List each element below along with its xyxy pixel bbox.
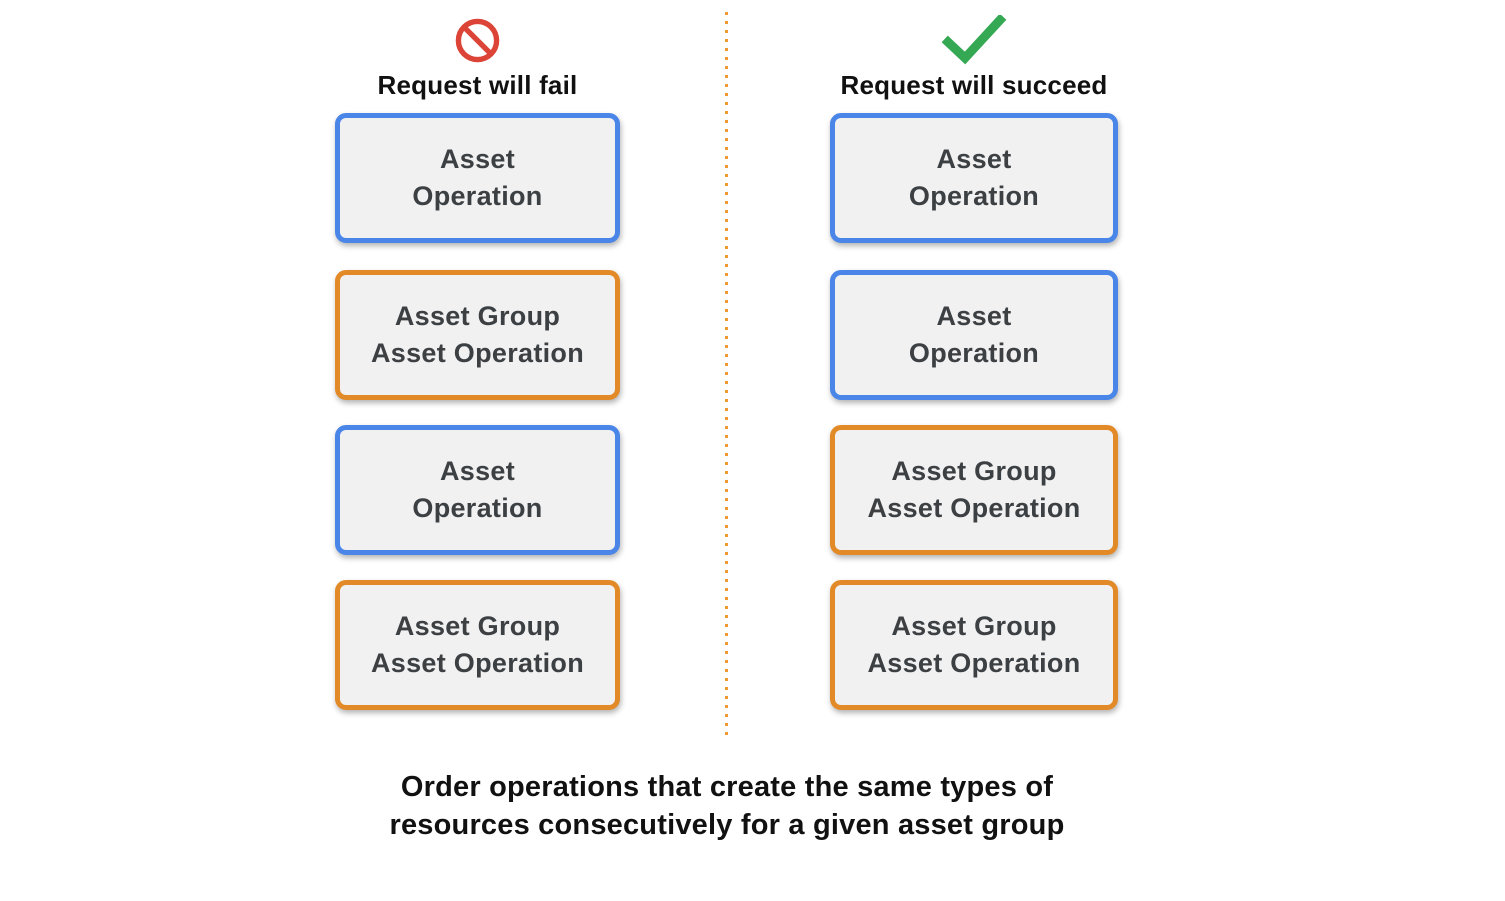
box-label-line: Asset Group xyxy=(394,611,561,641)
fail-header-label: Request will fail xyxy=(377,70,578,100)
box-label-line: Asset xyxy=(439,144,516,174)
box-label-line: Asset xyxy=(936,301,1012,331)
caption-line-2: resources consecutively for a given asse… xyxy=(389,809,1065,841)
succeed-header-label: Request will succeed xyxy=(840,70,1108,100)
box-label-line: Asset Group xyxy=(891,611,1057,641)
asset-operation-box: Asset Operation xyxy=(830,113,1118,243)
box-label-line: Asset Operation xyxy=(370,648,585,678)
checkmark-icon xyxy=(940,14,1008,66)
no-entry-icon xyxy=(454,14,501,66)
box-label-line: Operation xyxy=(908,338,1040,368)
asset-operation-box: Asset Operation xyxy=(335,425,620,555)
box-label-line: Asset Operation xyxy=(867,648,1081,678)
asset-operation-box: Asset Operation xyxy=(335,113,620,243)
asset-group-asset-operation-box: Asset Group Asset Operation xyxy=(830,580,1118,710)
box-label-line: Asset Operation xyxy=(370,338,585,368)
dotted-divider xyxy=(725,12,728,738)
asset-operation-box: Asset Operation xyxy=(830,270,1118,400)
box-label-line: Asset Group xyxy=(891,456,1057,486)
asset-group-asset-operation-box: Asset Group Asset Operation xyxy=(335,270,620,400)
box-label-line: Asset Operation xyxy=(867,493,1081,523)
box-label-line: Operation xyxy=(908,181,1040,211)
asset-group-asset-operation-box: Asset Group Asset Operation xyxy=(335,580,620,710)
caption: Order operations that create the same ty… xyxy=(227,768,1227,844)
box-label-line: Operation xyxy=(412,493,543,523)
box-label-line: Asset Group xyxy=(394,301,561,331)
caption-line-1: Order operations that create the same ty… xyxy=(400,771,1054,803)
succeed-column-header: Request will succeed xyxy=(830,14,1118,101)
box-label-line: Asset xyxy=(439,456,516,486)
box-label-line: Asset xyxy=(936,144,1012,174)
box-label-line: Operation xyxy=(412,181,543,211)
fail-column-header: Request will fail xyxy=(335,14,620,101)
asset-group-asset-operation-box: Asset Group Asset Operation xyxy=(830,425,1118,555)
